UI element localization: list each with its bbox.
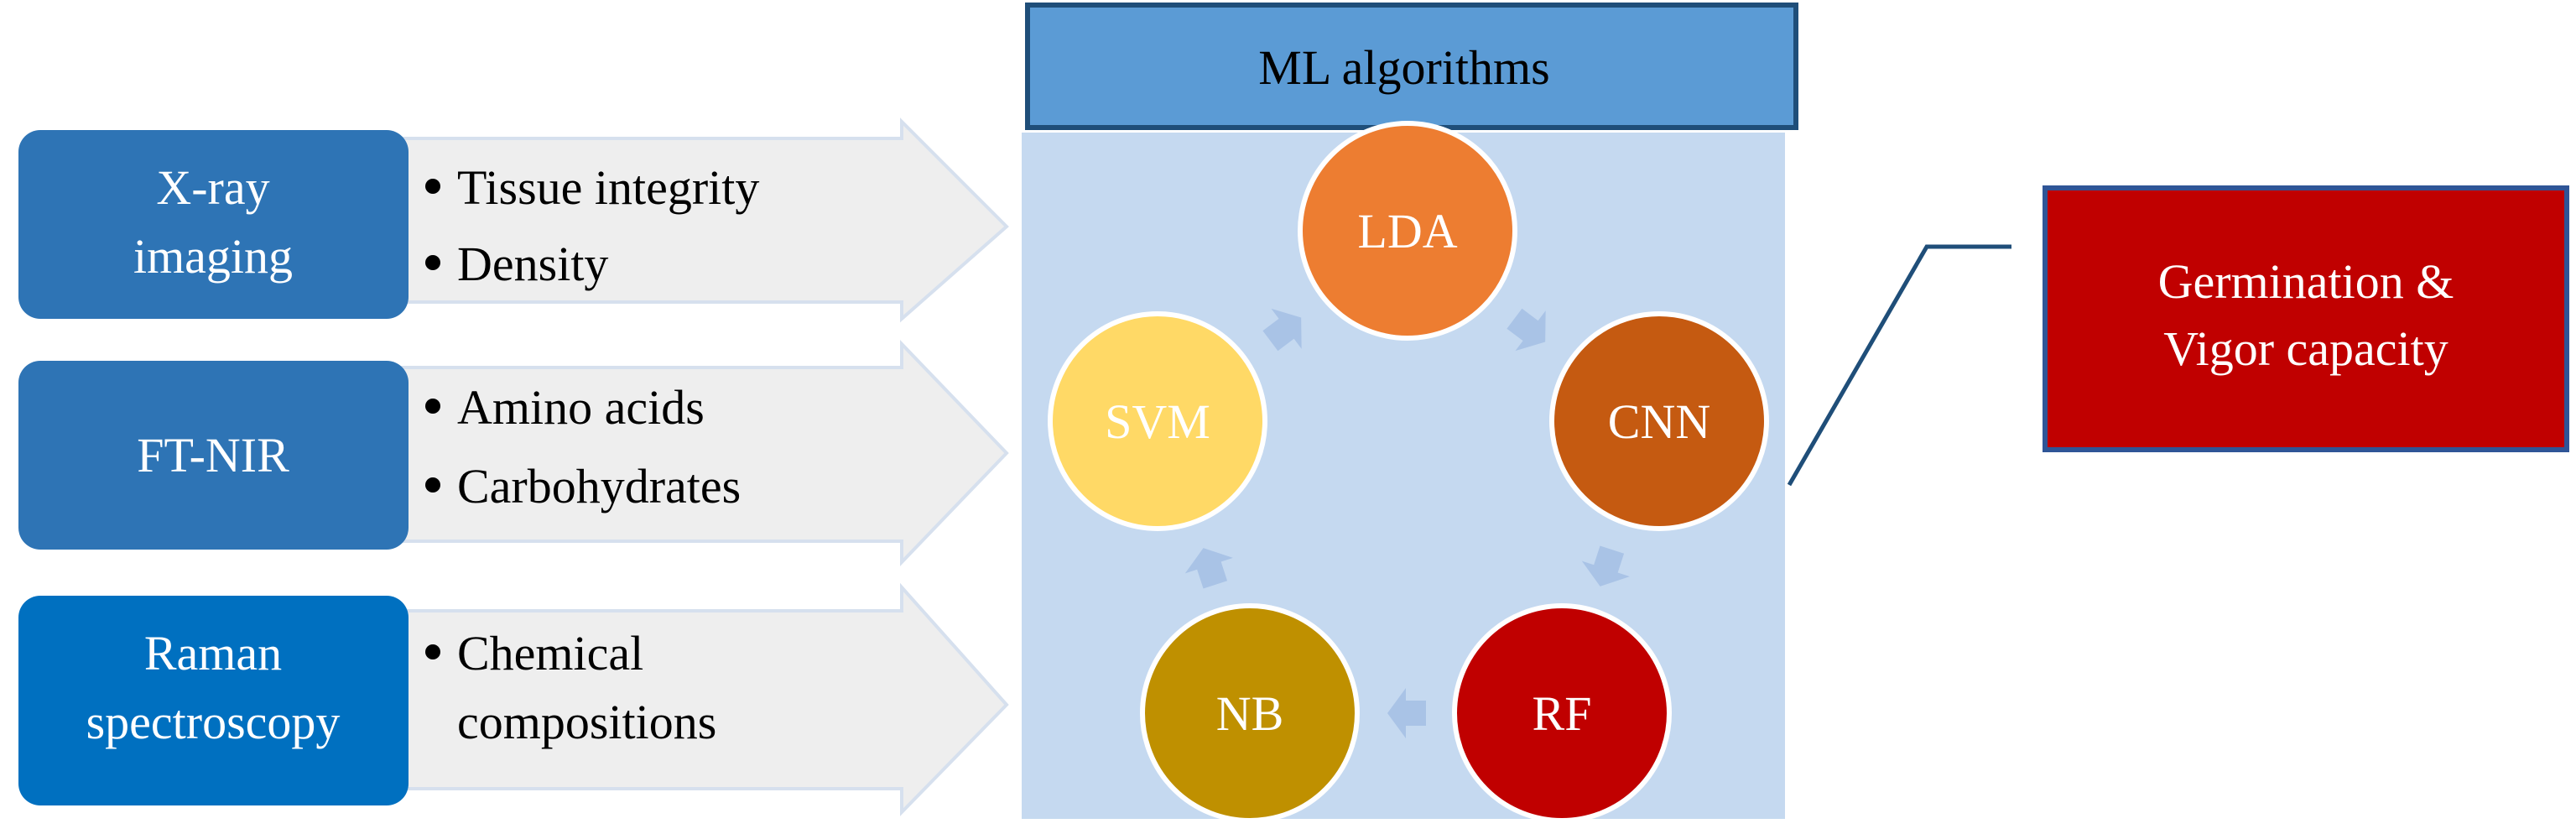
technique-name-line: spectroscopy [86,695,341,749]
cycle-arrow [1507,308,1546,352]
technique-name-line: Raman [144,626,282,680]
algorithm-node-nb: NB [1140,603,1360,823]
algorithm-circle [1452,603,1672,823]
technique-box [18,596,409,805]
cycle-arrow [1184,548,1233,589]
feature-text: compositions [457,695,716,749]
technique-arrow [401,340,1009,566]
cycle-arrow-svm-lda [1262,308,1302,352]
technique-name-line: X-ray [156,160,269,215]
technique-row-raman: Raman spectroscopy Chemical compositions [18,582,1009,816]
output-text-line: Vigor capacity [2163,321,2449,376]
output-box: Germination & Vigor capacity [2043,185,2569,452]
algorithm-label: NB [1216,686,1284,741]
ml-title: ML algorithms [1258,40,1549,95]
output-text-line: Germination & [2158,254,2454,309]
cycle-arrow [1262,308,1302,352]
technique-name-line: imaging [133,229,293,284]
algorithm-label: SVM [1105,394,1210,449]
technique-box [18,361,409,550]
bullet-dot [425,179,440,194]
technique-arrow [401,582,1009,816]
ml-algorithms-panel: ML algorithms LDA CNN RF N [1022,3,1798,823]
technique-arrow [401,117,1009,323]
technique-box [18,130,409,319]
feature-text: Density [457,237,608,291]
algorithm-circle [1048,311,1267,531]
cycle-arrow-rf-nb [1387,688,1426,738]
cycle-arrow-nb-svm [1184,548,1233,589]
algorithm-circle [1549,311,1769,531]
cycle-arrow-lda-cnn [1507,308,1546,352]
technique-row-xray: X-ray imaging Tissue integrity Density [18,117,1009,323]
feature-text: Amino acids [457,380,705,435]
cycle-arrow-cnn-rf [1581,545,1630,586]
algorithm-label: LDA [1357,204,1457,258]
cycle-arrow [1387,688,1426,738]
ml-title-bar [1025,3,1798,130]
algorithm-node-svm: SVM [1048,311,1267,531]
algorithm-label: CNN [1608,394,1710,449]
feature-text: Carbohydrates [457,459,741,513]
algorithm-label: RF [1533,686,1592,741]
feature-text: Tissue integrity [457,160,759,215]
connector-line [1787,244,2011,487]
algorithm-node-cnn: CNN [1549,311,1769,531]
algorithm-circle [1298,121,1517,341]
technique-name-line: FT-NIR [137,428,289,482]
algorithm-circle [1140,603,1360,823]
bullet-dot [425,399,440,414]
bullet-dot [425,477,440,493]
output-box-rect [2043,185,2569,452]
feature-text: Chemical [457,626,643,680]
bullet-dot [425,255,440,270]
cycle-arrow [1581,545,1630,586]
algorithm-node-lda: LDA [1298,121,1517,341]
technique-row-ftnir: FT-NIR Amino acids Carbohydrates [18,340,1009,566]
algorithm-node-rf: RF [1452,603,1672,823]
bullet-dot [425,644,440,659]
